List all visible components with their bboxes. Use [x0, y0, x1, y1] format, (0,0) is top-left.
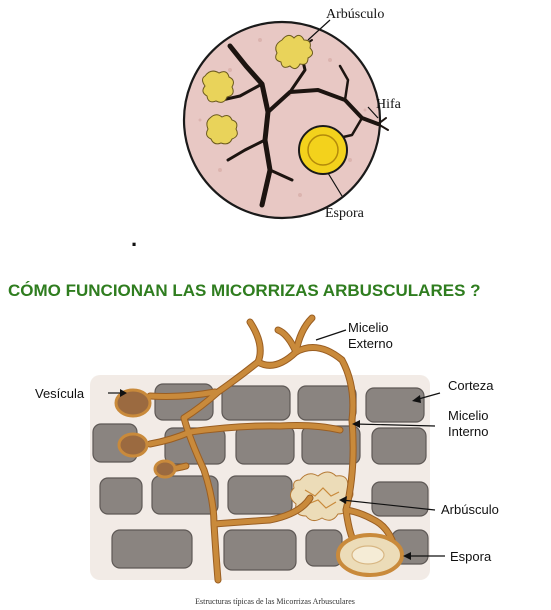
label-arbusculo-top: Arbúsculo [326, 7, 384, 22]
vesicle-3 [155, 461, 175, 477]
separator-dot: . [131, 226, 137, 251]
label-hifa: Hifa [376, 97, 402, 112]
label-micelio-externo-1: Micelio [348, 320, 388, 335]
label-vesicula: Vesícula [35, 386, 85, 401]
label-espora-bottom: Espora [450, 549, 492, 564]
top-spore [299, 126, 347, 174]
vesicle-2 [119, 434, 147, 456]
label-corteza: Corteza [448, 378, 494, 393]
bottom-spore [338, 535, 402, 575]
top-circle-figure: Arbúsculo Hifa Espora [184, 7, 402, 221]
label-micelio-interno-2: Interno [448, 424, 488, 439]
figure-caption: Estructuras típicas de las Micorrizas Ar… [195, 597, 355, 606]
label-espora-top: Espora [325, 206, 365, 221]
cortex-diagram: Micelio Externo Vesícula Corteza Micelio… [35, 318, 499, 606]
label-micelio-externo-2: Externo [348, 336, 393, 351]
label-micelio-interno-1: Micelio [448, 408, 488, 423]
section-title: CÓMO FUNCIONAN LAS MICORRIZAS ARBUSCULAR… [8, 281, 481, 300]
label-arbusculo-bottom: Arbúsculo [441, 502, 499, 517]
